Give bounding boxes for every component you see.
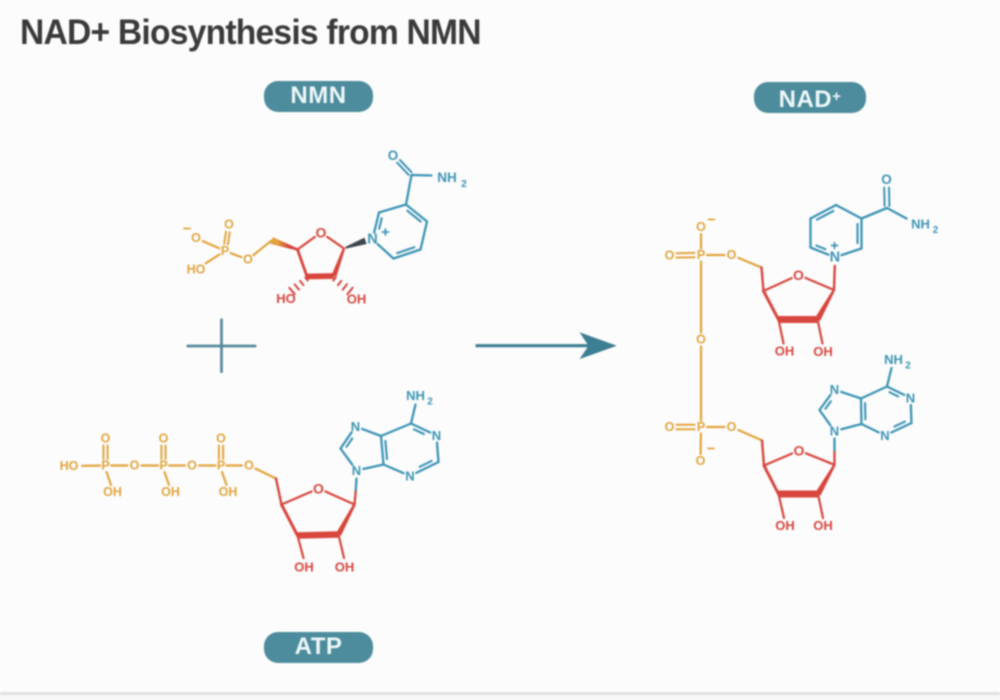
svg-text:HO: HO — [187, 263, 206, 277]
svg-text:O: O — [388, 148, 399, 163]
svg-text:O: O — [696, 333, 706, 347]
svg-text:OH: OH — [813, 344, 833, 359]
svg-text:O: O — [727, 248, 737, 262]
svg-text:P: P — [221, 244, 229, 258]
svg-text:N: N — [906, 391, 915, 406]
svg-text:N: N — [351, 419, 360, 434]
svg-text:NH: NH — [437, 170, 457, 185]
svg-text:2: 2 — [427, 396, 433, 407]
svg-text:OH: OH — [775, 344, 795, 359]
svg-text:N: N — [830, 249, 840, 265]
svg-text:O: O — [101, 432, 111, 446]
svg-text:O: O — [665, 420, 675, 434]
svg-text:NH: NH — [911, 217, 930, 232]
svg-text:NH: NH — [884, 352, 903, 367]
svg-text:O: O — [313, 481, 324, 497]
svg-text:OH: OH — [219, 485, 238, 499]
svg-text:O: O — [696, 220, 706, 234]
svg-text:2: 2 — [905, 360, 911, 371]
svg-text:N: N — [830, 424, 839, 439]
svg-text:P: P — [697, 248, 705, 262]
svg-text:HO: HO — [276, 291, 296, 306]
svg-text:N: N — [367, 232, 377, 248]
svg-text:N: N — [405, 469, 414, 484]
svg-text:OH: OH — [335, 560, 355, 575]
svg-text:P: P — [217, 459, 225, 473]
svg-text:P: P — [697, 420, 705, 434]
svg-text:OH: OH — [294, 560, 314, 575]
svg-text:N: N — [880, 428, 889, 443]
svg-text:O: O — [696, 454, 706, 468]
svg-text:OH: OH — [813, 518, 833, 533]
svg-text:O: O — [793, 267, 804, 283]
svg-text:P: P — [159, 459, 167, 473]
svg-text:OH: OH — [347, 292, 367, 307]
svg-text:O: O — [881, 172, 892, 187]
svg-text:O: O — [794, 443, 805, 459]
svg-text:O: O — [244, 459, 254, 473]
svg-text:2: 2 — [461, 179, 467, 190]
svg-text:O: O — [665, 249, 675, 263]
svg-text:2: 2 — [933, 225, 939, 236]
svg-text:O: O — [224, 218, 234, 232]
svg-text:OH: OH — [775, 518, 795, 533]
svg-text:HO: HO — [60, 459, 79, 473]
svg-text:O: O — [191, 231, 201, 245]
svg-text:P: P — [101, 459, 109, 473]
svg-text:O: O — [316, 225, 327, 241]
svg-text:OH: OH — [161, 485, 180, 499]
svg-text:NH: NH — [406, 388, 425, 403]
svg-text:O: O — [243, 253, 253, 267]
svg-text:N: N — [352, 463, 361, 478]
svg-text:O: O — [727, 420, 737, 434]
svg-text:O: O — [187, 459, 197, 473]
svg-text:OH: OH — [103, 485, 122, 499]
svg-text:N: N — [432, 428, 441, 443]
svg-text:O: O — [159, 432, 169, 446]
svg-text:N: N — [830, 382, 839, 397]
svg-text:O: O — [130, 459, 140, 473]
svg-text:O: O — [216, 432, 226, 446]
